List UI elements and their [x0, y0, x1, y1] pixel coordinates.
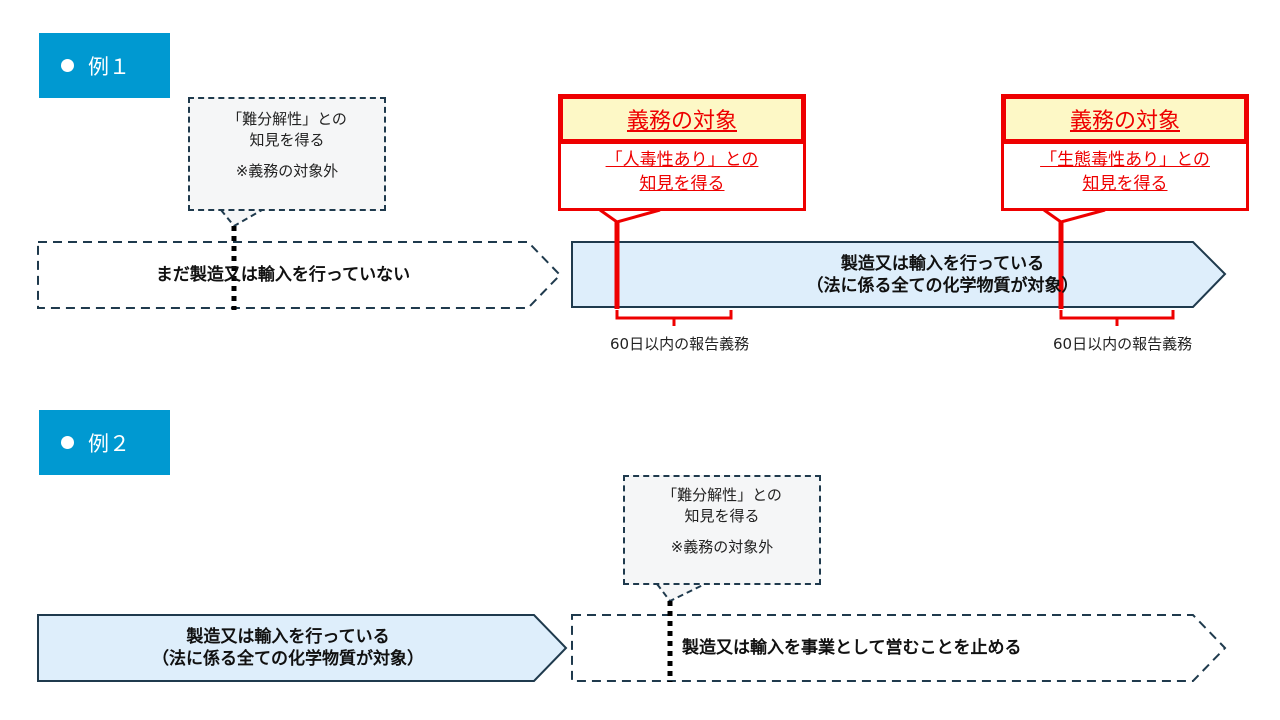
- example1-label: 例１: [39, 33, 170, 98]
- note2-line1: 「難分解性」との: [662, 486, 782, 504]
- callout-left-pointer: [599, 208, 661, 224]
- bar-doing: 製造又は輸入を行っている （法に係る全ての化学物質が対象）: [572, 242, 1193, 307]
- bullet-icon: [61, 436, 74, 449]
- note-line1: 「難分解性」との: [227, 110, 347, 128]
- bar-doing-line1: 製造又は輸入を行っている: [840, 253, 1045, 274]
- callout-right-line1: 「生態毒性あり」との: [1040, 150, 1210, 170]
- bar2-doing: 製造又は輸入を行っている （法に係る全ての化学物質が対象）: [38, 615, 538, 681]
- callout-right-line2: 知見を得る: [1082, 174, 1168, 194]
- example1-label-text: 例１: [88, 54, 130, 79]
- note2-pointer: [656, 583, 706, 603]
- note-pointer: [220, 209, 263, 228]
- callout-right-head-text: 義務の対象: [1069, 109, 1180, 134]
- bullet-icon: [61, 59, 74, 72]
- example2-label: 例２: [39, 410, 170, 475]
- bar-not-yet-shape: [37, 241, 562, 309]
- bar2-doing-line1: 製造又は輸入を行っている: [186, 627, 390, 647]
- bar-doing-line2: （法に係る全ての化学物質が対象）: [806, 275, 1079, 296]
- note-line3: ※義務の対象外: [235, 162, 339, 180]
- bar-not-yet-text: まだ製造又は輸入を行っていない: [155, 265, 411, 285]
- callout-right-pointer: [1043, 208, 1106, 224]
- bar2-stop-shape: [571, 614, 1227, 682]
- example1-note: 「難分解性」との 知見を得る ※義務の対象外: [188, 97, 386, 211]
- caption-left: 60日以内の報告義務: [610, 335, 750, 353]
- callout-right-body: 「生態毒性あり」との 知見を得る: [1001, 144, 1249, 211]
- bar2-stop: 製造又は輸入を事業として営むことを止める: [682, 615, 1022, 681]
- callout-left-body: 「人毒性あり」との 知見を得る: [558, 144, 806, 211]
- bar2-doing-shape: [37, 614, 568, 682]
- callout-left-head-text: 義務の対象: [626, 109, 737, 134]
- callout-left-line1: 「人毒性あり」との: [605, 150, 759, 170]
- caption-right: 60日以内の報告義務: [1053, 335, 1193, 353]
- bracket-left: [615, 310, 733, 326]
- bar-not-yet: まだ製造又は輸入を行っていない: [38, 242, 528, 308]
- bracket-right: [1059, 310, 1175, 326]
- example2-note: 「難分解性」との 知見を得る ※義務の対象外: [623, 475, 821, 585]
- bar2-stop-text: 製造又は輸入を事業として営むことを止める: [682, 638, 1022, 658]
- note2-line2: 知見を得る: [684, 507, 760, 525]
- example2-label-text: 例２: [88, 431, 130, 456]
- callout-left-line2: 知見を得る: [639, 174, 725, 194]
- bar2-doing-line2: （法に係る全ての化学物質が対象）: [152, 649, 424, 669]
- callout-right-head: 義務の対象: [1001, 94, 1249, 144]
- note2-line3: ※義務の対象外: [670, 538, 774, 556]
- callout-left-head: 義務の対象: [558, 94, 806, 144]
- note-line2: 知見を得る: [249, 131, 325, 149]
